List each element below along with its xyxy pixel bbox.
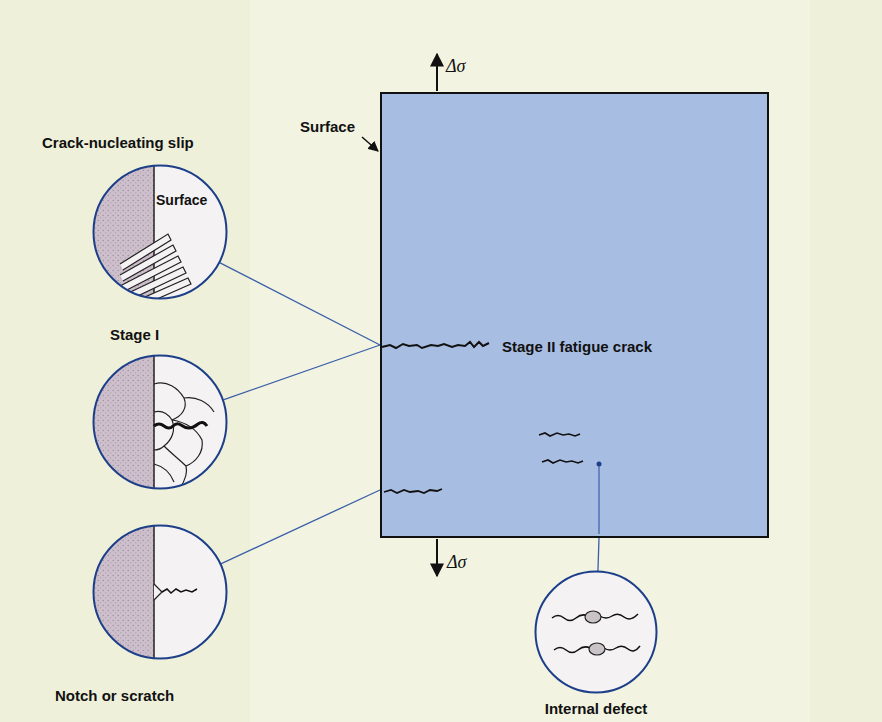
circle-caption: Notch or scratch	[55, 687, 174, 705]
circle-outline	[536, 572, 657, 693]
stress-arrow	[436, 539, 438, 576]
grain-boundary	[154, 411, 174, 450]
notch	[154, 584, 162, 600]
notch-crack	[384, 489, 442, 493]
stage-two-crack	[382, 342, 489, 348]
internal-crack	[539, 433, 580, 436]
circle-heading: Crack-nucleating slip	[42, 134, 194, 152]
inclusion	[585, 611, 601, 623]
magnified-circle: Stage I	[92, 354, 228, 490]
leader-line	[221, 490, 380, 564]
surface-line	[153, 354, 155, 490]
leader-line	[220, 263, 380, 345]
internal-crack	[542, 460, 583, 463]
stress-label: Δσ	[446, 56, 465, 78]
grain-boundary	[154, 383, 185, 420]
grain-boundary	[154, 464, 174, 482]
stress-arrow	[436, 54, 438, 91]
grain-boundary	[164, 446, 187, 488]
node-art	[92, 164, 228, 300]
node-art	[92, 354, 228, 490]
circle-heading: Stage I	[110, 326, 159, 344]
circle-caption: Internal defect	[545, 700, 648, 718]
node-art	[382, 94, 771, 540]
material-side	[92, 524, 154, 660]
stage-one-crack	[154, 422, 207, 428]
leader-line	[223, 345, 380, 400]
material-side	[92, 354, 154, 490]
circle-outline	[94, 526, 227, 659]
leader-dot	[597, 462, 602, 467]
grain-boundary	[184, 398, 214, 412]
circle-outline	[94, 166, 227, 299]
stress-label: Δσ	[447, 552, 466, 574]
leader-line	[598, 466, 599, 534]
notch-crack	[162, 589, 197, 593]
surface-label: Surface	[300, 118, 355, 136]
magnified-circle: Crack-nucleating slipSurface	[92, 164, 228, 300]
node-art	[534, 570, 658, 694]
node-art	[92, 524, 228, 660]
inclusion	[589, 643, 605, 655]
slip-bands	[120, 234, 191, 314]
crack-label: Stage II fatigue crack	[502, 338, 652, 356]
surface-label: Surface	[156, 192, 207, 209]
surface-pointer	[362, 137, 378, 151]
magnified-circle: Notch or scratch	[92, 524, 228, 660]
circle-outline	[94, 356, 227, 489]
surface-line	[153, 164, 155, 300]
leader-line	[598, 538, 599, 571]
magnified-view	[536, 572, 657, 693]
magnified-circle: Internal defect	[534, 570, 658, 694]
shaded-material	[92, 354, 154, 490]
shaded-material	[92, 524, 154, 660]
specimen: Stage II fatigue crack	[380, 92, 769, 538]
